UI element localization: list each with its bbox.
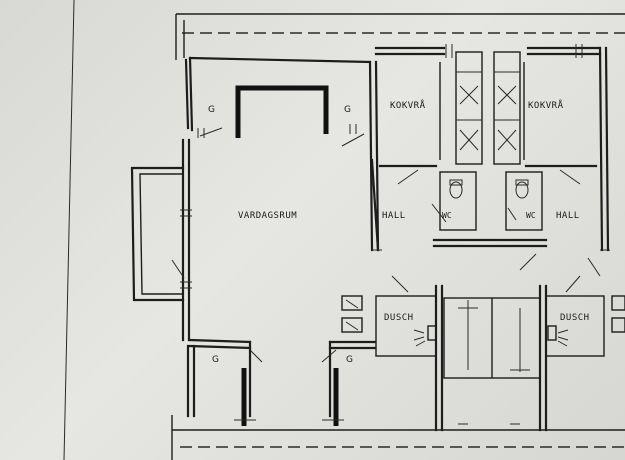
label-hall-left: HALL xyxy=(382,211,406,221)
label-wc-left: WC xyxy=(442,211,452,220)
wc-right xyxy=(505,171,543,231)
label-kitchen-left: KOKVRÅ xyxy=(390,99,426,111)
sheet-border xyxy=(63,0,75,460)
living-lower-walls xyxy=(186,338,377,426)
bottom-outline xyxy=(171,415,625,460)
stove-left xyxy=(455,51,483,165)
label-wc-right: WC xyxy=(526,211,536,220)
marker-g-bottom-left: G xyxy=(212,355,219,365)
shower-left xyxy=(341,275,437,357)
marker-g-top-right: G xyxy=(344,105,351,115)
alcove xyxy=(235,85,329,138)
living-room-walls xyxy=(130,56,380,342)
label-hall-right: HALL xyxy=(556,211,580,221)
kitchen-right-walls xyxy=(523,46,610,252)
dimension-ticks xyxy=(180,44,610,425)
label-shower-right: DUSCH xyxy=(560,313,590,323)
stair-core xyxy=(432,238,548,432)
marker-g-bottom-right: G xyxy=(346,355,353,365)
marker-g-top-left: G xyxy=(208,105,215,115)
shower-right xyxy=(545,275,625,357)
label-shower-left: DUSCH xyxy=(384,313,414,323)
label-kitchen-right: KOKVRÅ xyxy=(528,99,564,111)
wc-left xyxy=(431,171,477,231)
door-swings xyxy=(171,127,365,363)
kitchen-left-walls xyxy=(370,46,446,252)
stove-right xyxy=(493,51,521,165)
label-living-room: VARDAGSRUM xyxy=(238,211,297,221)
top-outline xyxy=(175,13,625,60)
hall-swings xyxy=(397,169,601,277)
